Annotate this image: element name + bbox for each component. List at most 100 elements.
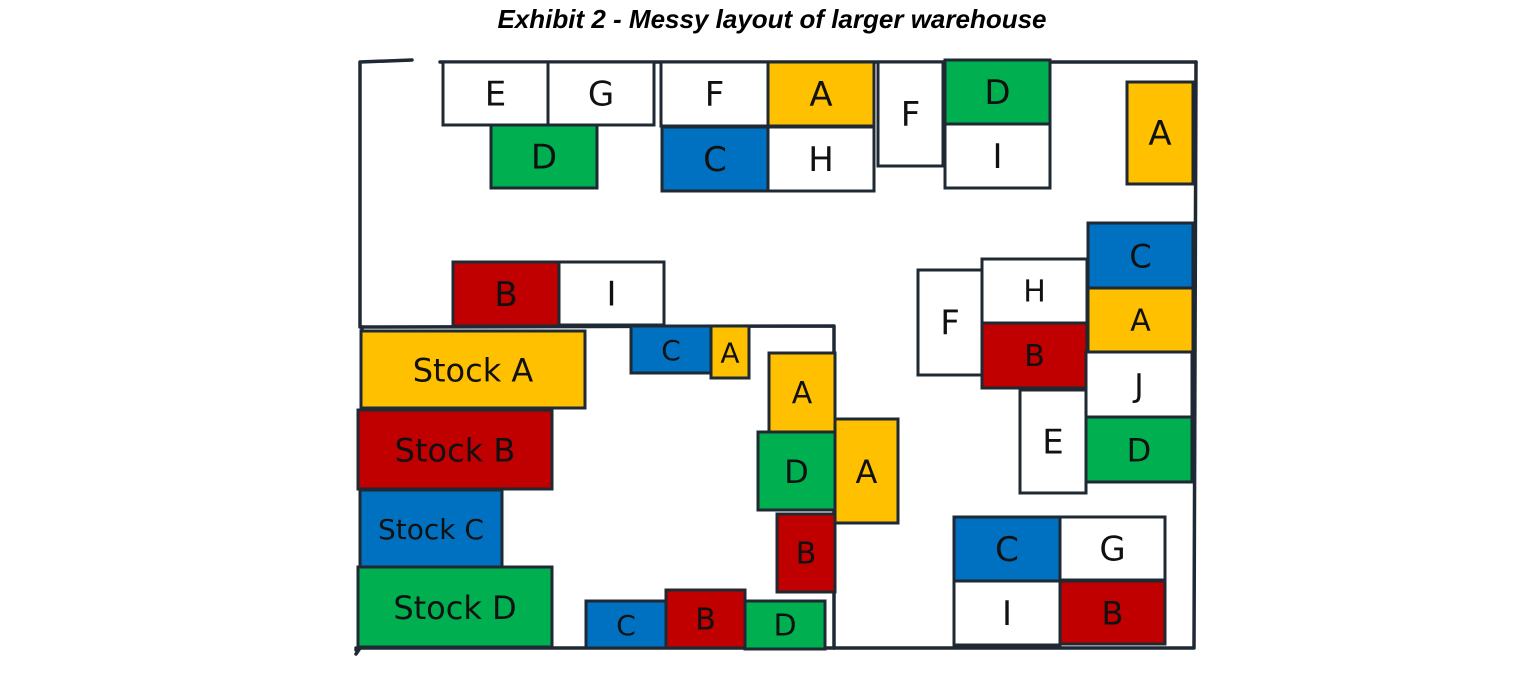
storage-box-fill — [664, 588, 747, 650]
storage-box-a: A — [766, 60, 876, 128]
storage-box-d: D — [743, 599, 827, 651]
storage-box-label: C — [995, 530, 1019, 570]
storage-box-d: D — [943, 58, 1052, 126]
storage-box-b: B — [1058, 579, 1167, 646]
storage-box-fill — [709, 324, 751, 380]
storage-box-g: G — [1058, 515, 1167, 582]
storage-box-label: H — [1023, 275, 1046, 310]
storage-box-label: A — [856, 453, 878, 491]
storage-box-label: A — [809, 75, 832, 115]
exhibit-title: Exhibit 2 - Messy layout of larger wareh… — [497, 4, 1047, 34]
storage-box-label: B — [1024, 339, 1045, 374]
storage-box-g: G — [546, 60, 656, 127]
storage-box-fill — [359, 329, 587, 410]
storage-box-f: F — [916, 268, 984, 377]
storage-box-fill — [546, 60, 656, 127]
storage-box-label: D — [1127, 432, 1152, 470]
storage-box-fill — [358, 488, 504, 569]
storage-box-label: A — [1148, 114, 1171, 154]
storage-box-label: E — [485, 75, 506, 115]
storage-box-label: Stock D — [393, 589, 516, 627]
storage-box-label: C — [616, 609, 636, 642]
storage-box-i: I — [952, 579, 1062, 647]
storage-box-fill — [356, 565, 554, 649]
storage-box-e: E — [1018, 388, 1088, 495]
storage-box-a: A — [1125, 80, 1195, 186]
storage-box-stock-a: Stock A — [359, 329, 587, 410]
storage-box-fill — [766, 60, 876, 128]
storage-box-fill — [1058, 579, 1167, 646]
storage-box-fill — [756, 430, 837, 512]
storage-box-label: D — [531, 138, 557, 178]
storage-box-label: B — [695, 603, 716, 638]
storage-box-label: E — [1042, 423, 1063, 463]
storage-box-fill — [1125, 80, 1195, 186]
storage-box-b: B — [775, 512, 837, 594]
storage-box-d: D — [1084, 415, 1194, 484]
storage-box-label: F — [901, 95, 921, 135]
storage-box-fill — [743, 599, 827, 651]
storage-box-label: G — [1099, 530, 1125, 570]
storage-box-fill — [451, 260, 561, 328]
storage-box-a: A — [709, 324, 751, 380]
storage-box-b: B — [664, 588, 747, 650]
storage-box-label: Stock C — [378, 513, 484, 546]
warehouse-outer-wall — [354, 58, 1198, 656]
storage-box-fill — [489, 123, 599, 190]
storage-box-fill — [833, 417, 900, 525]
storage-box-label: F — [705, 75, 725, 115]
storage-box-fill — [1084, 415, 1194, 484]
storage-box-label: Stock B — [395, 432, 516, 470]
storage-box-label: I — [606, 275, 616, 315]
storage-box-fill — [584, 599, 668, 650]
storage-box-c: C — [1086, 221, 1195, 290]
storage-box-a: A — [767, 351, 837, 434]
storage-box-fill — [952, 579, 1062, 647]
storage-box-b: B — [980, 321, 1089, 390]
storage-box-label: B — [796, 537, 817, 572]
storage-box-fill — [1084, 350, 1194, 419]
storage-box-i: I — [943, 122, 1052, 190]
storage-box-b: B — [451, 260, 561, 328]
storage-box-label: C — [661, 334, 681, 367]
storage-box-d: D — [489, 123, 599, 190]
storage-box-label: C — [1129, 238, 1151, 276]
storage-box-stock-d: Stock D — [356, 565, 554, 649]
storage-box-h: H — [980, 257, 1089, 325]
storage-box-label: A — [720, 337, 739, 370]
storage-box-label: Stock A — [413, 352, 534, 390]
storage-box-fill — [766, 125, 876, 193]
storage-box-label: D — [773, 609, 796, 644]
storage-box-fill — [916, 268, 984, 377]
storage-box-fill — [557, 260, 666, 327]
storage-box-fill — [943, 58, 1052, 126]
storage-box-label: H — [808, 140, 834, 180]
storage-box-i: I — [557, 260, 666, 327]
storage-box-label: D — [784, 453, 809, 491]
storage-box-d: D — [756, 430, 837, 512]
storage-box-stock-c: Stock C — [358, 488, 504, 569]
storage-box-label: J — [1132, 367, 1143, 405]
storage-box-fill — [767, 351, 837, 434]
storage-box-fill — [775, 512, 837, 594]
storage-box-fill — [1058, 515, 1167, 582]
storage-box-c: C — [660, 125, 770, 193]
storage-box-j: J — [1084, 350, 1194, 419]
storage-box-fill — [943, 122, 1052, 190]
storage-box-e: E — [441, 60, 550, 127]
storage-box-a: A — [1086, 286, 1195, 354]
storage-box-label: F — [940, 304, 960, 344]
storage-box-c: C — [584, 599, 668, 650]
storage-box-h: H — [766, 125, 876, 193]
storage-box-label: A — [792, 376, 813, 411]
storage-box-label: G — [588, 75, 614, 115]
storage-box-label: A — [1130, 304, 1151, 339]
storage-box-fill — [876, 60, 945, 168]
storage-box-label: B — [494, 275, 517, 315]
storage-box-a: A — [833, 417, 900, 525]
storage-box-label: C — [703, 140, 727, 180]
storage-box-c: C — [952, 515, 1062, 583]
storage-box-label: I — [1002, 594, 1012, 634]
